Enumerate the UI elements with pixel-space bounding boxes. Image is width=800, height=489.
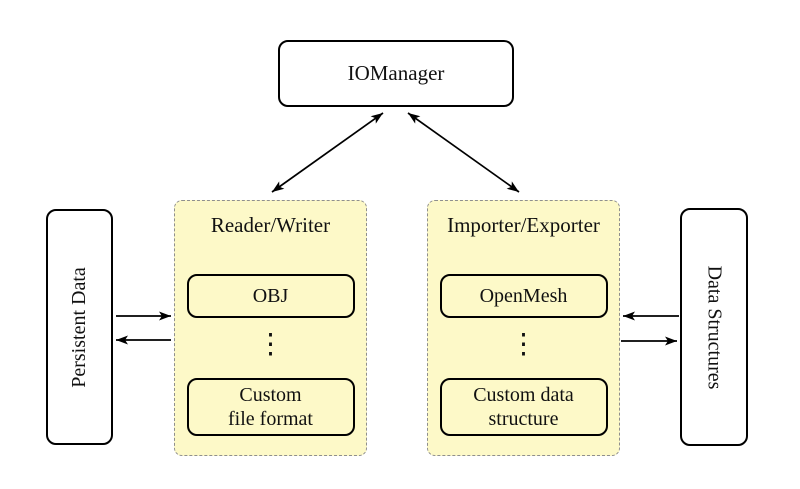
node-custom-file-format-line1: Custom xyxy=(239,383,302,406)
arrow-iomanager-importerexporter xyxy=(407,112,520,193)
node-persistent-data-label: Persistent Data xyxy=(68,266,90,388)
node-custom-data-structure-line2: structure xyxy=(488,408,559,430)
node-iomanager-label: IOManager xyxy=(347,61,445,85)
node-persistent-data: Persistent Data xyxy=(46,209,113,445)
node-openmesh-label: OpenMesh xyxy=(479,284,568,307)
node-obj-label: OBJ xyxy=(252,284,289,307)
group-reader-writer-label: Reader/Writer xyxy=(210,213,331,237)
group-importer-exporter: Importer/Exporter OpenMesh ⋮ Custom data… xyxy=(427,200,620,456)
node-custom-data-structure-line1: Custom data xyxy=(473,383,574,406)
ellipsis-importer-exporter: ⋮ xyxy=(509,329,538,360)
group-importer-exporter-label: Importer/Exporter xyxy=(447,213,600,237)
group-reader-writer: Reader/Writer OBJ ⋮ Custom file format xyxy=(174,200,367,456)
node-openmesh: OpenMesh xyxy=(439,274,608,318)
node-iomanager: IOManager xyxy=(278,40,514,107)
node-data-structures: Data Structures xyxy=(680,208,748,446)
node-custom-file-format-line2: file format xyxy=(228,408,313,430)
node-obj: OBJ xyxy=(186,274,355,318)
node-data-structures-label: Data Structures xyxy=(703,265,726,389)
arrow-iomanager-readerwriter xyxy=(271,112,384,193)
ellipsis-reader-writer: ⋮ xyxy=(256,329,285,360)
node-custom-data-structure: Custom data structure xyxy=(439,378,608,436)
node-custom-file-format: Custom file format xyxy=(186,378,355,436)
